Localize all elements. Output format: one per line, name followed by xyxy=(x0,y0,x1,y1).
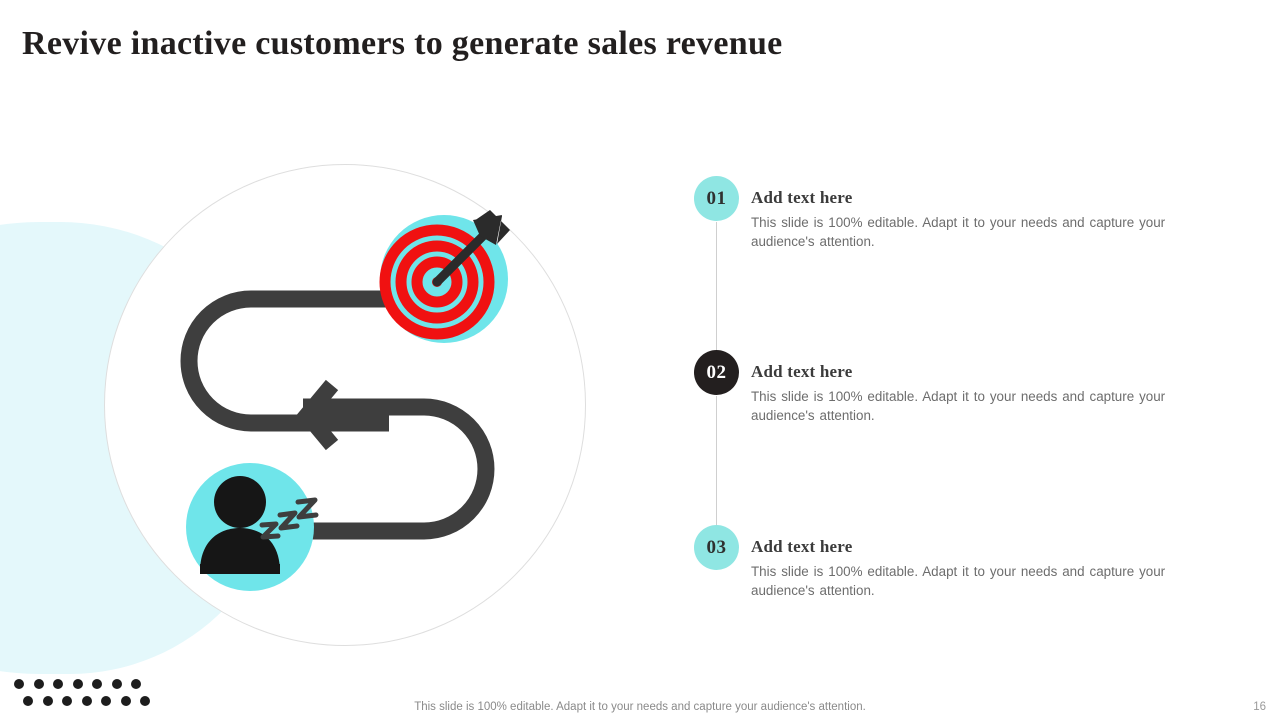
list-item-body: This slide is 100% editable. Adapt it to… xyxy=(751,564,1166,598)
list-item[interactable]: 01 Add text here This slide is 100% edit… xyxy=(694,176,1214,249)
grid-dot xyxy=(42,696,53,706)
grid-dot xyxy=(53,679,63,689)
step-connector-line xyxy=(716,222,717,350)
list-item[interactable]: 02 Add text here This slide is 100% edit… xyxy=(694,350,1214,423)
list-item-body: This slide is 100% editable. Adapt it to… xyxy=(751,389,1166,423)
list-item-heading: Add text here xyxy=(751,362,853,381)
grid-dot xyxy=(140,696,150,706)
grid-dot xyxy=(120,696,131,706)
illustration-graphics xyxy=(180,210,510,591)
grid-dot xyxy=(33,679,44,689)
step-connector-line xyxy=(716,396,717,525)
page-title: Revive inactive customers to generate sa… xyxy=(22,25,783,62)
grid-dot xyxy=(131,679,141,689)
grid-dot xyxy=(23,696,33,706)
list-item[interactable]: 03 Add text here This slide is 100% edit… xyxy=(694,525,1214,598)
grid-dot xyxy=(72,679,83,689)
s-curve-path xyxy=(180,290,495,540)
grid-dot xyxy=(101,696,111,706)
dot-grid-row xyxy=(14,679,150,689)
footer-note: This slide is 100% editable. Adapt it to… xyxy=(414,701,866,713)
status-badge: 01 xyxy=(694,176,739,221)
left-chevron-arrow-icon xyxy=(296,379,339,451)
grid-dot xyxy=(92,679,102,689)
dot-grid-row xyxy=(23,696,150,706)
decorative-dot-grid xyxy=(14,679,150,713)
grid-dot xyxy=(14,679,24,689)
list-item-body: This slide is 100% editable. Adapt it to… xyxy=(751,215,1166,249)
grid-dot xyxy=(62,696,72,706)
list-item-heading: Add text here xyxy=(751,188,853,207)
target-with-arrow-icon xyxy=(379,210,510,343)
journey-illustration xyxy=(104,164,586,646)
page-number: 16 xyxy=(1253,701,1266,713)
list-item-heading: Add text here xyxy=(751,537,853,556)
status-badge: 03 xyxy=(694,525,739,570)
status-badge: 02 xyxy=(694,350,739,395)
grid-dot xyxy=(81,696,92,706)
grid-dot xyxy=(111,679,122,689)
sleeping-person-icon xyxy=(186,463,319,591)
